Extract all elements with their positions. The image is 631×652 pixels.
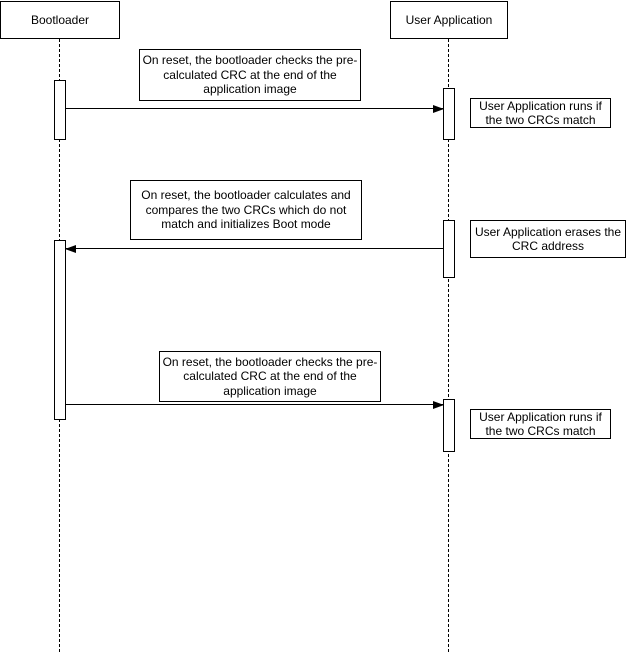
message-arrow-check-crc-2 — [66, 401, 444, 410]
note-reset-calculates: On reset, the bootloader calculates and … — [130, 180, 362, 240]
activation-bootloader-2 — [54, 240, 66, 420]
note-runs-if-match-1: User Application runs if the two CRCs ma… — [470, 98, 611, 128]
note-reset-check-2: On reset, the bootloader checks the pre-… — [159, 351, 381, 402]
activation-user-application-1 — [443, 88, 455, 140]
note-reset-check-1: On reset, the bootloader checks the pre-… — [139, 49, 361, 101]
actor-user-application: User Application — [390, 1, 508, 39]
actor-bootloader-label: Bootloader — [30, 13, 90, 27]
actor-user-application-label: User Application — [405, 13, 493, 27]
arrowhead-right-icon — [433, 401, 444, 410]
arrowhead-left-icon — [65, 245, 76, 254]
actor-bootloader: Bootloader — [0, 1, 120, 39]
note-erases-crc: User Application erases the CRC address — [470, 220, 626, 258]
note-runs-if-match-2: User Application runs if the two CRCs ma… — [470, 409, 611, 439]
activation-user-application-3 — [443, 399, 455, 452]
arrowhead-right-icon — [433, 105, 444, 114]
lifeline-user-application — [448, 39, 449, 652]
message-arrow-check-crc-1 — [66, 105, 444, 114]
activation-user-application-2 — [443, 220, 455, 278]
activation-bootloader-1 — [54, 80, 66, 140]
message-arrow-erase-crc — [65, 245, 443, 254]
